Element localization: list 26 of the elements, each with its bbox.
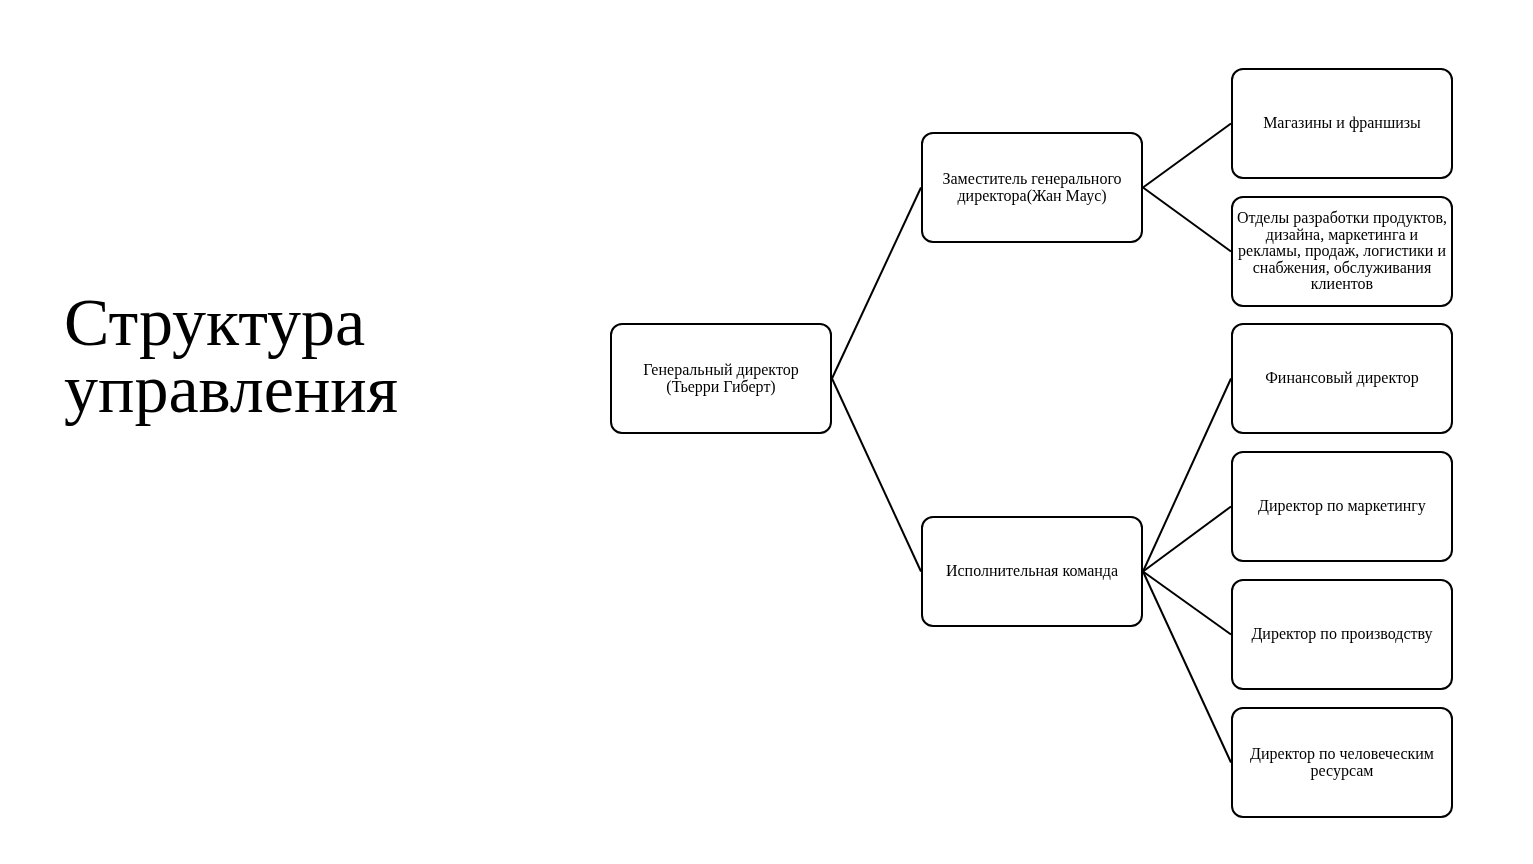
connector-line xyxy=(1142,505,1232,573)
node-text: Заместитель генерального директора(Жан Маус) xyxy=(941,171,1123,204)
org-box xyxy=(1231,579,1453,690)
org-box xyxy=(1231,196,1453,307)
node-text: Директор по маркетингу xyxy=(1258,498,1426,515)
org-box xyxy=(610,323,832,434)
node-text: Финансовый директор xyxy=(1265,370,1419,387)
connector-line xyxy=(1142,377,1232,573)
connector-line xyxy=(831,377,922,573)
node-text: Исполнительная команда xyxy=(945,563,1119,580)
org-box xyxy=(1231,68,1453,179)
node-text: Директор по производству xyxy=(1251,626,1433,643)
org-box xyxy=(1231,707,1453,818)
connector-line xyxy=(1142,570,1232,764)
org-box xyxy=(1231,451,1453,562)
node-text: Генеральный директор (Тьерри Гиберт) xyxy=(642,362,800,395)
node-text: Директор по человеческим ресурсам xyxy=(1249,746,1435,779)
org-box xyxy=(921,132,1143,243)
node-text: Отделы разработки продуктов, дизайна, маркетинга и рекламы, продаж, логистики и снабжения, обслуживания клиентов xyxy=(1236,210,1448,293)
connector-line xyxy=(1142,570,1232,636)
connector-line xyxy=(1142,122,1232,189)
org-box xyxy=(1231,323,1453,434)
org-box xyxy=(921,516,1143,627)
connector-line xyxy=(831,186,922,380)
node-text: Магазины и франшизы xyxy=(1263,115,1421,132)
connector-line xyxy=(1142,186,1232,253)
